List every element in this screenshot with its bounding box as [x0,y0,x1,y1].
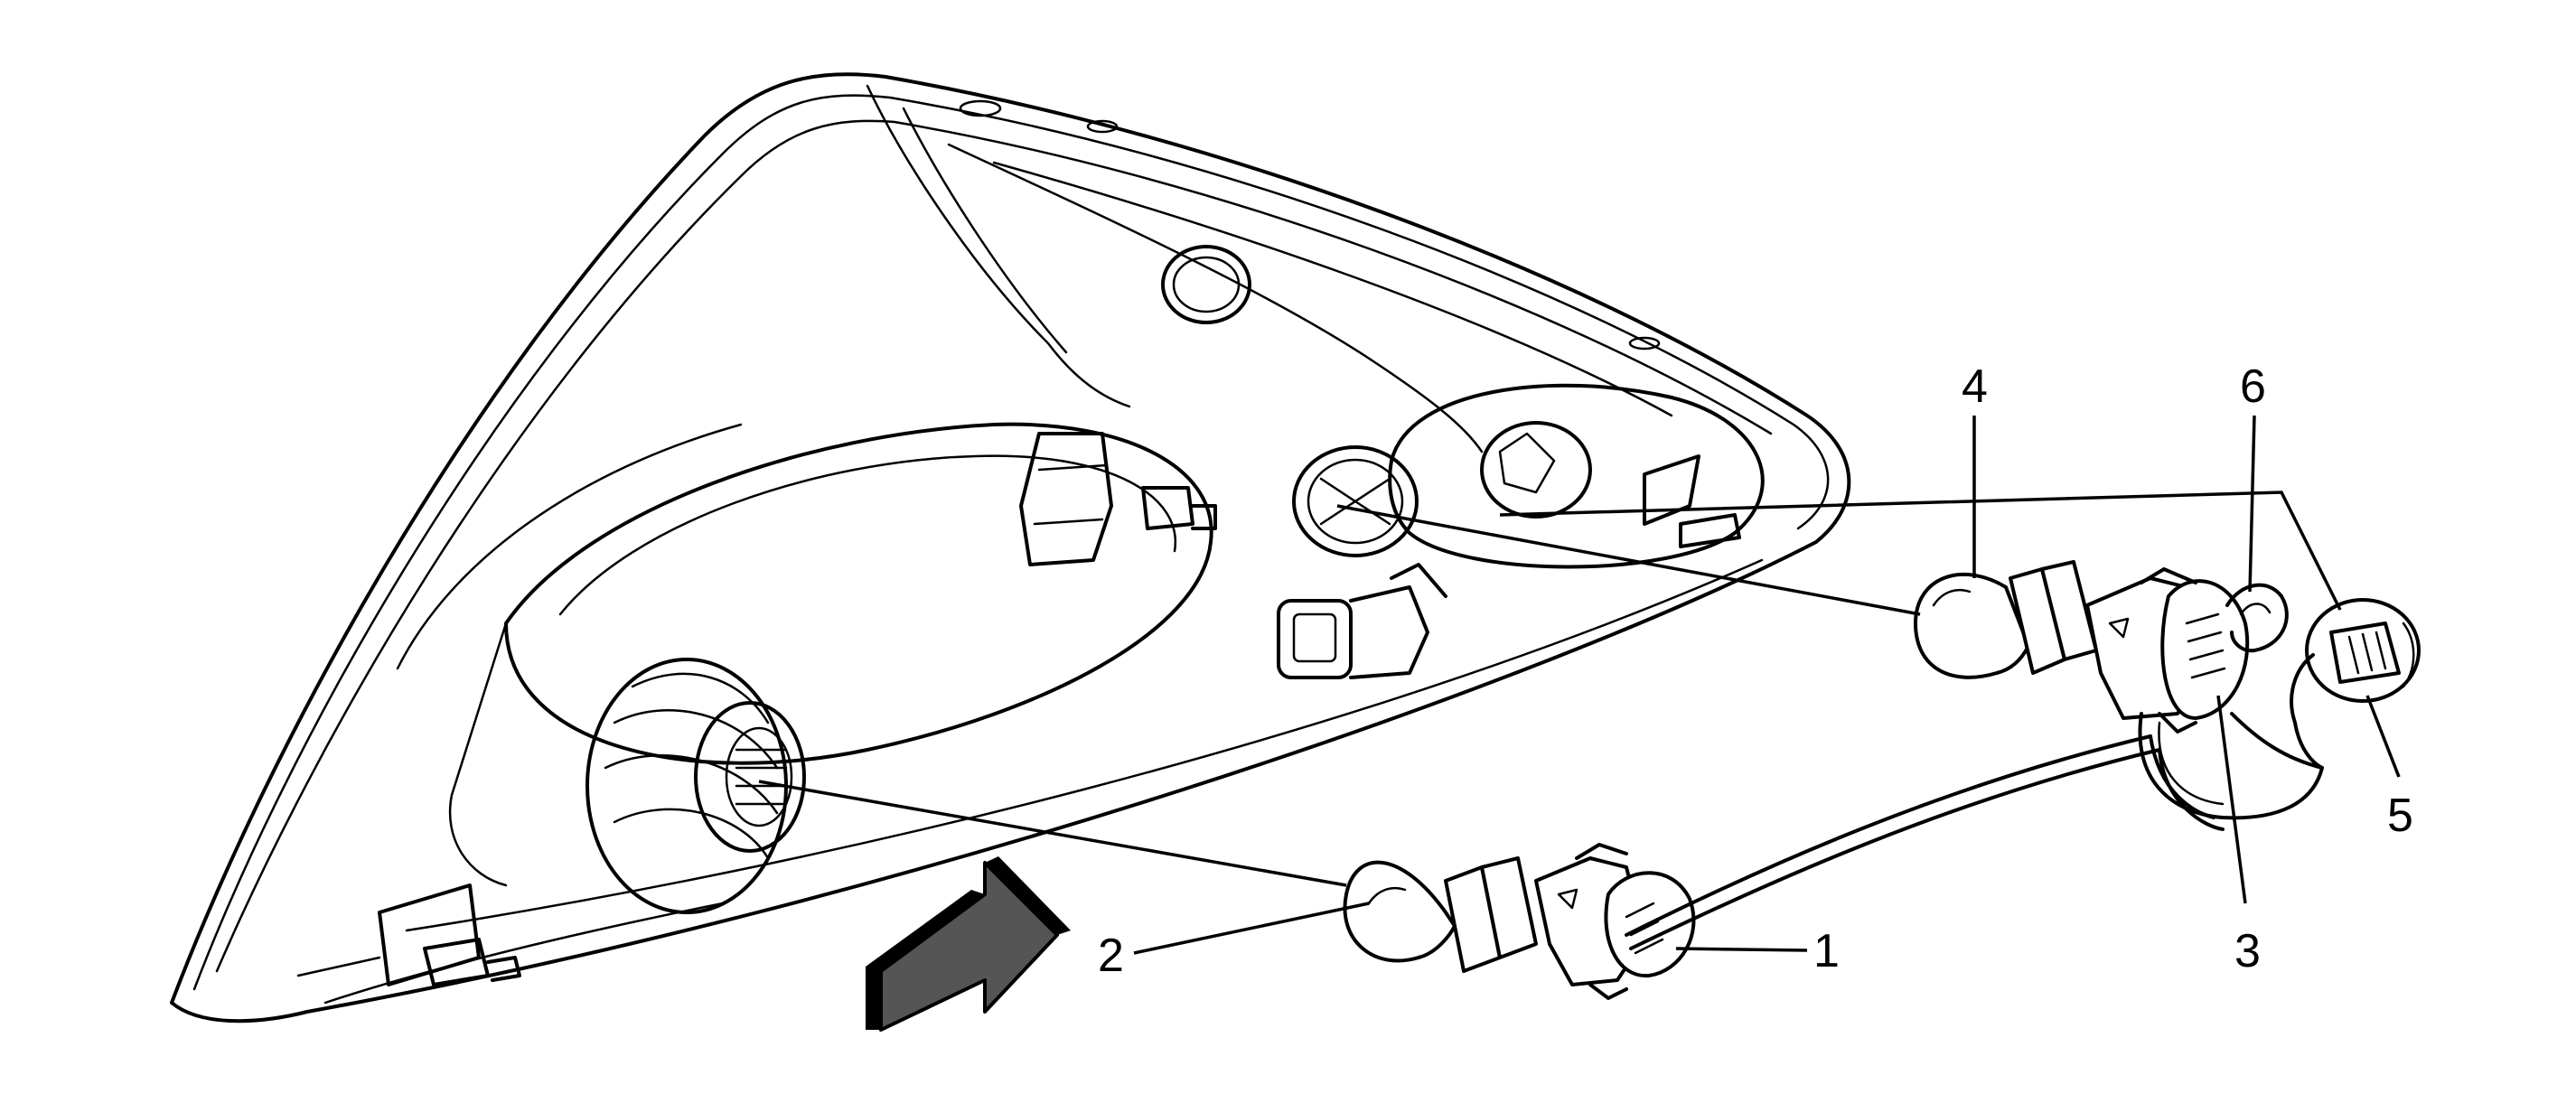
lamp-housing [170,72,1851,1024]
callout-6: 6 [2240,360,2266,413]
lower-bulb-and-socket [1343,843,1696,1000]
callout-1: 1 [1813,925,1840,977]
callout-3: 3 [2234,925,2261,977]
bulb-4-glass [1914,572,2030,679]
callout-2: 2 [1098,930,1124,982]
callouts: 1 2 3 4 5 6 [1098,360,2413,982]
upper-bulb-and-socket [1914,560,2324,820]
callout-4: 4 [1962,360,1988,413]
forward-direction-arrow [866,856,1071,1032]
callout-5: 5 [2387,790,2413,842]
harness-wire [1625,734,2152,937]
clip-6 [2225,583,2289,653]
explode-lines [758,491,2342,887]
bulb-2-glass [1343,860,1457,963]
bulb-5 [2290,598,2421,770]
